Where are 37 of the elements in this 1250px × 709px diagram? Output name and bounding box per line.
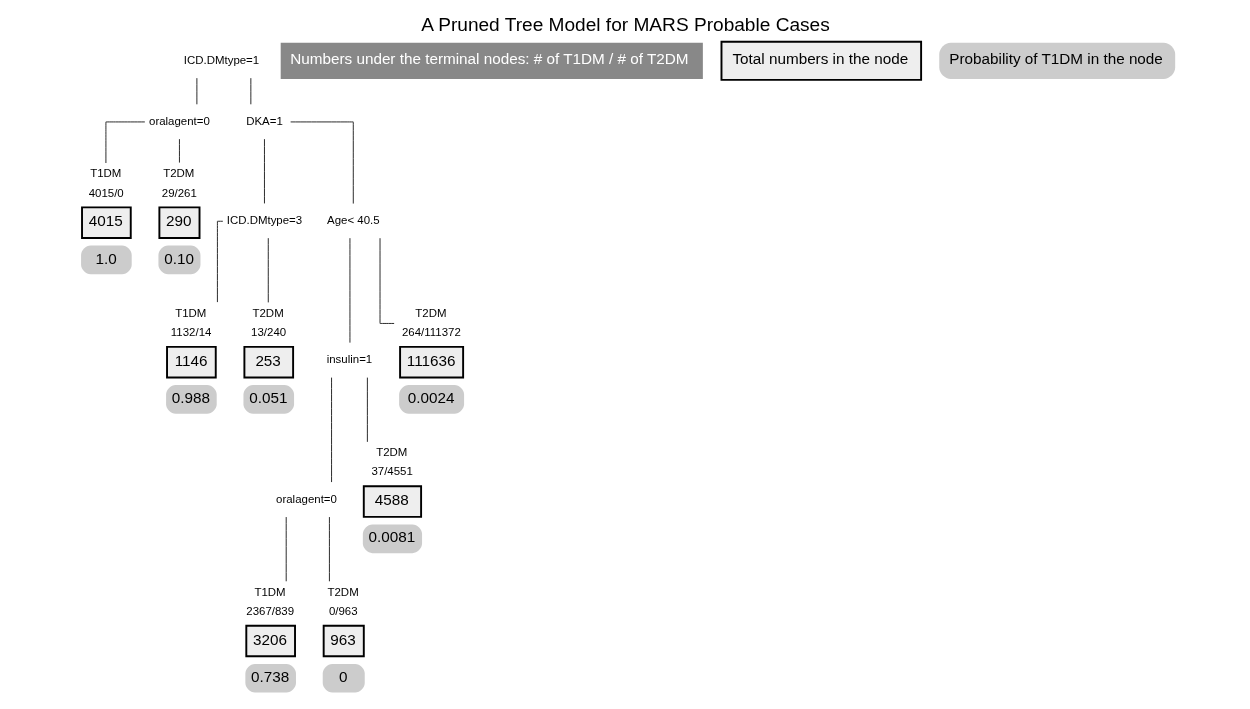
node-label: T2DM [252,306,284,319]
connector [285,516,287,582]
node-label: 37/4551 [370,465,413,478]
node-label: 1132/14 [170,325,211,338]
diagram-title: A Pruned Tree Model for MARS Probable Cases [420,14,830,36]
node-label: 0/963 [328,604,358,617]
node-label: T1DM [89,167,121,180]
node-label: 264/111372 [401,325,461,338]
node-label: 29/261 [161,186,197,199]
node-box: Probability of T1DM in the node [938,42,1175,79]
node-text: oralagent=0 [148,114,210,127]
node-text: ICD.DMtype=3 [226,213,302,226]
node-text: oralagent=0 [275,492,337,505]
node-text: DKA=1 [245,114,283,127]
node-label: T2DM [375,446,407,459]
connector [366,377,368,443]
node-label: 4015/0 [88,186,124,199]
node-box: Numbers under the terminal nodes: # of T1DM / # of T2DM [280,42,703,79]
connector [249,77,251,105]
node-label: T2DM [162,167,194,180]
node-label: 13/240 [250,325,286,338]
connector [289,121,354,205]
connector [104,121,145,164]
node-label: T1DM [253,585,286,598]
node-label: T1DM [174,306,206,319]
node-label: T2DM [327,585,359,598]
node-label: T2DM [414,306,447,319]
connector [216,220,223,303]
node-label: 2367/839 [245,604,294,617]
connector [328,516,330,582]
connector [178,138,180,164]
connector [267,237,269,303]
node-text: Age< 40.5 [326,213,380,226]
node-text: ICD.DMtype=1 [183,53,259,66]
connector [330,377,332,483]
connector [263,138,265,204]
node-text: insulin=1 [326,353,372,366]
